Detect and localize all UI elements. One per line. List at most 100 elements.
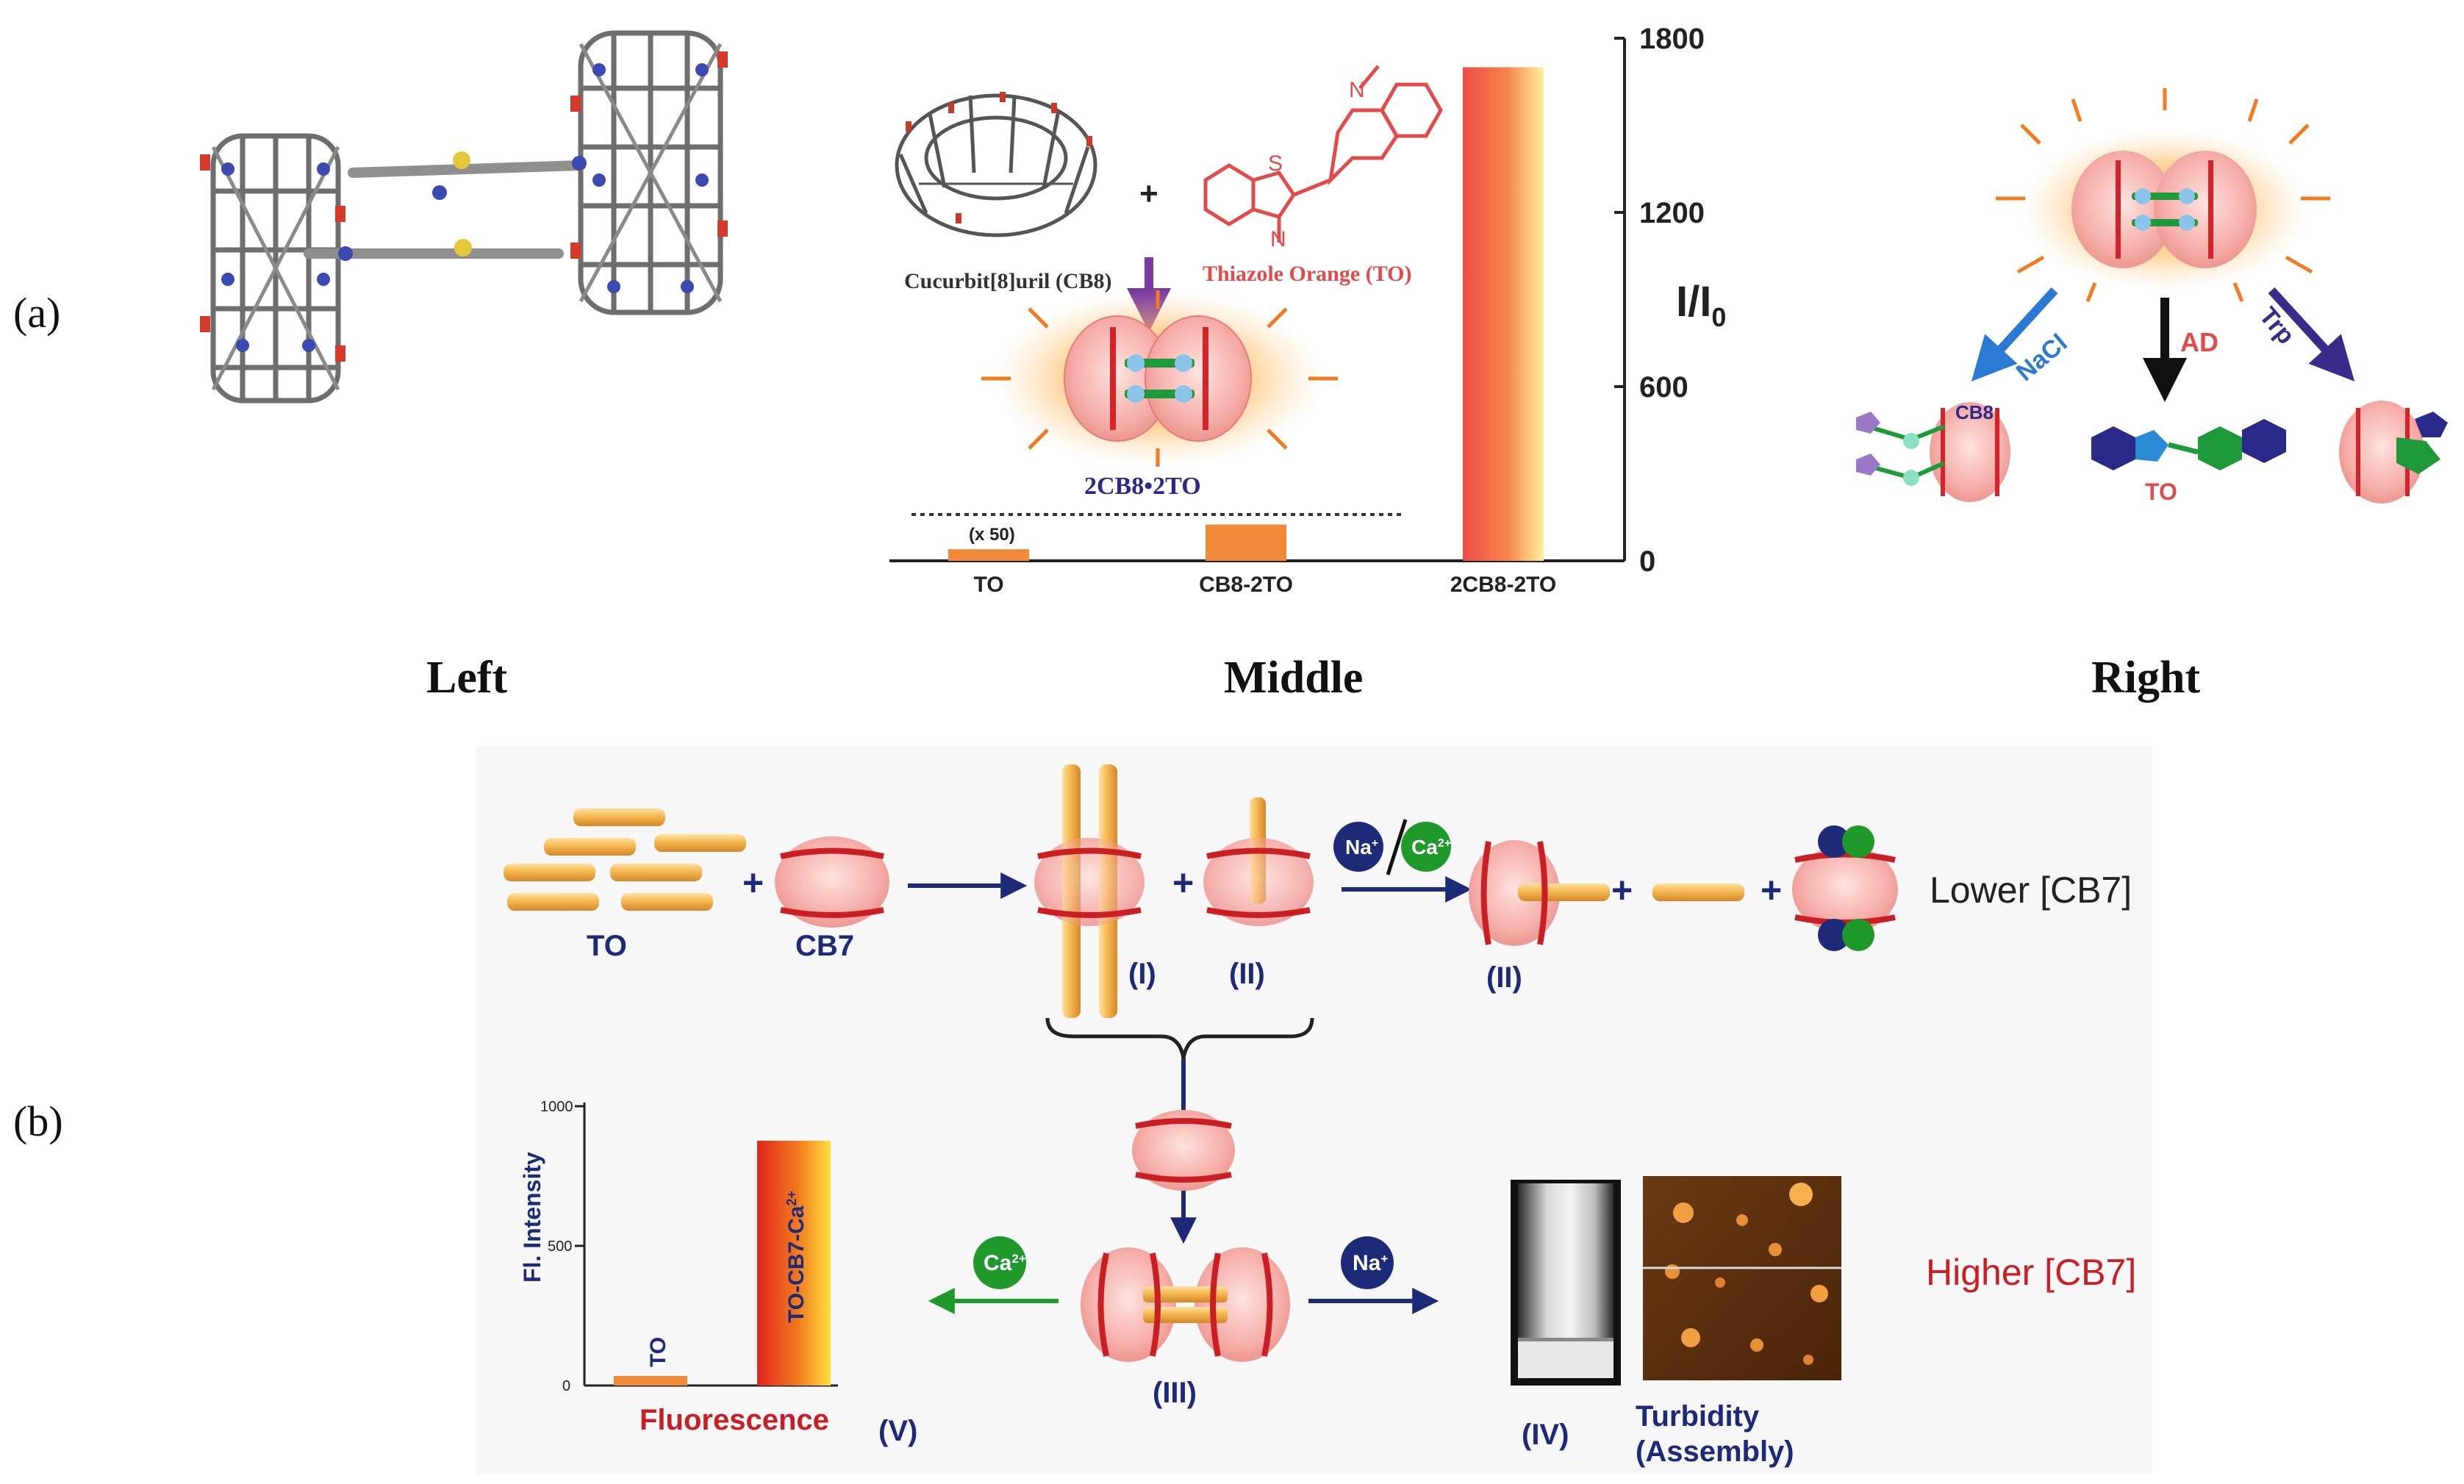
cb8-wireframe [895,93,1097,237]
ad-label: AD [2180,327,2218,357]
cuvette-photo [1511,1180,1621,1386]
cb7-ring [775,836,889,928]
complex-i [1034,764,1145,1018]
fluorescence-label: Fluorescence [640,1404,829,1436]
na-ion-badge [1333,822,1383,872]
turbidity-label: Turbidity [1636,1400,1760,1433]
plus-sign-middle: + [1139,176,1158,212]
plus-b-4: + [1761,870,1782,911]
cb7-with-ions [1792,825,1898,951]
chart-ylabel-subscript: 0 [1711,302,1726,332]
sulfur-atom [454,239,472,257]
cb8-name-label: Cucurbit[8]uril (CB8) [904,269,1111,293]
label-iii: (III) [1153,1377,1197,1409]
chart-bar [1206,524,1286,561]
added-cb7-ring [1132,1110,1235,1191]
to-rod-stack [504,809,746,911]
fl-axis-label: Fl. Intensity [519,1152,545,1283]
panel-label-b: (b) [13,1097,63,1145]
fl-tick-1000: 1000 [540,1099,573,1115]
lower-cb7-label: Lower [CB7] [1930,870,2132,911]
left-cb8-cage [210,133,341,404]
label-v: (V) [878,1415,917,1447]
nitrogen-atom [338,246,353,261]
plus-b-3: + [1611,870,1633,911]
complex-label: 2CB8•2TO [1084,473,1201,500]
right-cage-oxygens [570,51,728,259]
to-name-label: Thiazole Orange (TO) [1203,262,1411,286]
section-label-right: Right [2091,653,2200,703]
ca-ion-text-left: Ca2+ [984,1251,1026,1275]
chart-bar [948,549,1029,561]
afm-image [1643,1176,1841,1380]
chart-category-label: 2CB8-2TO [1450,573,1557,597]
cb8-2to-complex [981,290,1338,467]
left-cage-oxygens [200,154,345,362]
right-cb8-cage [578,30,723,315]
ca-ion-text: Ca2+ [1411,836,1451,859]
fl-tick-500: 500 [548,1239,572,1255]
panel-label-a: (a) [13,289,60,337]
complex-ii-product [1469,840,1610,946]
chart-y-tick-label: 0 [1639,545,1655,578]
cb8-product-label: CB8 [1955,401,1994,423]
chart-category-label: CB8-2TO [1199,573,1293,597]
molecular-model [200,30,728,404]
to-product-label: TO [2145,478,2177,505]
label-iv: (IV) [1522,1419,1569,1451]
ca-ion-badge [1401,822,1451,872]
ion-divider [1386,819,1408,875]
fl-tick-0: 0 [562,1378,570,1394]
sulfur-label: S [1268,151,1283,176]
section-label-middle: Middle [1224,653,1363,703]
higher-cb7-label: Higher [CB7] [1926,1252,2136,1293]
fl-bar-to-label: TO [646,1337,670,1367]
chart-bar [1463,67,1544,561]
fl-bar-to [614,1376,687,1386]
free-to-molecule [2091,419,2286,470]
assembly-label: (Assembly) [1636,1435,1794,1468]
panel-b-background [476,746,2152,1474]
nitrogen-label: N [1270,227,1286,251]
label-ii: (II) [1229,958,1265,990]
thiazole-orange-structure [1203,65,1443,243]
plus-b-2: + [1172,862,1194,903]
chart-ylabel: I/I0 [1676,278,1726,332]
chart-category-label: TO [973,573,1003,597]
multiplier-label: (x 50) [969,525,1015,545]
chart-y-tick-label: 1200 [1639,197,1705,229]
chart-y-tick-label: 1800 [1639,23,1705,55]
nitrogen-plus-label: N [1349,78,1365,102]
na-ion-text: Na+ [1345,836,1378,859]
nitrogen-atom [432,185,447,200]
to-label-b: TO [587,930,627,962]
chart-y-tick-label: 600 [1639,371,1688,404]
trp-arrow [2268,287,2355,381]
fluorescence-chart: 1000 500 0 [540,1099,838,1394]
complex-iii [1081,1247,1290,1362]
fl-bar-to-cb7-ca [757,1141,831,1386]
label-i: (I) [1128,958,1156,990]
left-cage-nitrogens [221,162,330,352]
na-ion-badge-right [1341,1236,1394,1289]
complex-ii [1203,797,1314,926]
right-cage-nitrogens [592,63,709,293]
sulfur-atom [453,151,470,169]
section-label-left: Left [426,653,508,703]
nacl-product [1856,402,2010,502]
na-ion-text-right: Na+ [1353,1251,1388,1275]
label-ii-product: (II) [1486,961,1522,994]
trp-product [2339,401,2448,503]
fl-bar-to-cb7-ca-label: TO-CB7-Ca2+ [784,1191,809,1323]
to-strand-upper [348,160,586,178]
cb7-label: CB7 [795,930,854,962]
nitrogen-atom [572,156,587,171]
nacl-arrow [1971,287,2058,381]
cb8-oxygens [906,92,1092,223]
nacl-label: NaCl [2011,329,2073,387]
plus-b-1: + [742,862,764,903]
right-complex [1996,88,2330,302]
free-to-rod [1652,883,1744,901]
